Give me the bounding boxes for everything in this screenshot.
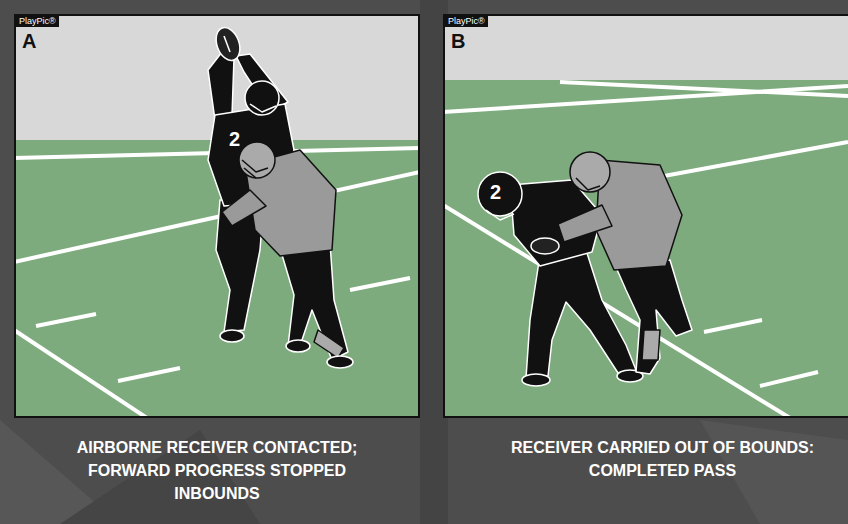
field-lines — [443, 82, 848, 418]
helmet-number: 2 — [490, 181, 501, 203]
scene-b-part — [443, 14, 848, 84]
panel-letter: A — [22, 30, 36, 52]
receiver-part — [522, 374, 550, 386]
defender — [222, 142, 353, 368]
defender — [558, 152, 692, 374]
football — [212, 24, 244, 63]
scene-a — [14, 14, 420, 418]
receiver-part — [478, 172, 522, 216]
panel-letter: B — [451, 30, 465, 52]
field-lines-part — [760, 372, 818, 386]
receiver-part — [220, 330, 244, 342]
football-part — [224, 36, 230, 52]
receiver-part — [208, 52, 234, 120]
receiver-part — [486, 210, 514, 220]
defender-part — [242, 160, 268, 178]
scene-b-part — [443, 80, 848, 418]
play-panel: PlayPic® B — [443, 14, 848, 418]
jersey-number: 2 — [229, 128, 240, 150]
defender-part — [570, 152, 610, 192]
receiver-part — [250, 104, 276, 112]
field-lines — [14, 148, 420, 418]
play-panel: PlayPic® A — [14, 14, 420, 418]
field-lines-part — [118, 368, 180, 381]
defender-part — [280, 243, 348, 360]
field-lines-part — [704, 320, 762, 332]
credit-tag: PlayPic® — [16, 16, 59, 27]
defender-part — [615, 260, 692, 374]
defender-part — [327, 356, 353, 368]
field-lines-part — [560, 82, 848, 96]
field-lines-part — [443, 86, 848, 112]
panel-caption: RECEIVER CARRIED OUT OF BOUNDS: COMPLETE… — [510, 436, 815, 482]
defender-part — [314, 330, 344, 358]
field-lines-part — [14, 330, 150, 418]
receiver-part — [531, 238, 559, 254]
field-lines-part — [36, 314, 96, 326]
defender-part — [642, 330, 660, 360]
defender-part — [286, 340, 310, 352]
panel-caption: AIRBORNE RECEIVER CONTACTED; FORWARD PRO… — [57, 436, 377, 505]
defender-part — [558, 205, 612, 242]
scene-b — [443, 14, 848, 418]
defender-part — [239, 142, 275, 178]
field-lines-part — [350, 278, 410, 290]
receiver-part — [245, 81, 279, 115]
football-part — [212, 24, 244, 63]
credit-tag: PlayPic® — [445, 16, 488, 27]
defender-part — [576, 178, 600, 190]
defender-part — [222, 190, 266, 226]
